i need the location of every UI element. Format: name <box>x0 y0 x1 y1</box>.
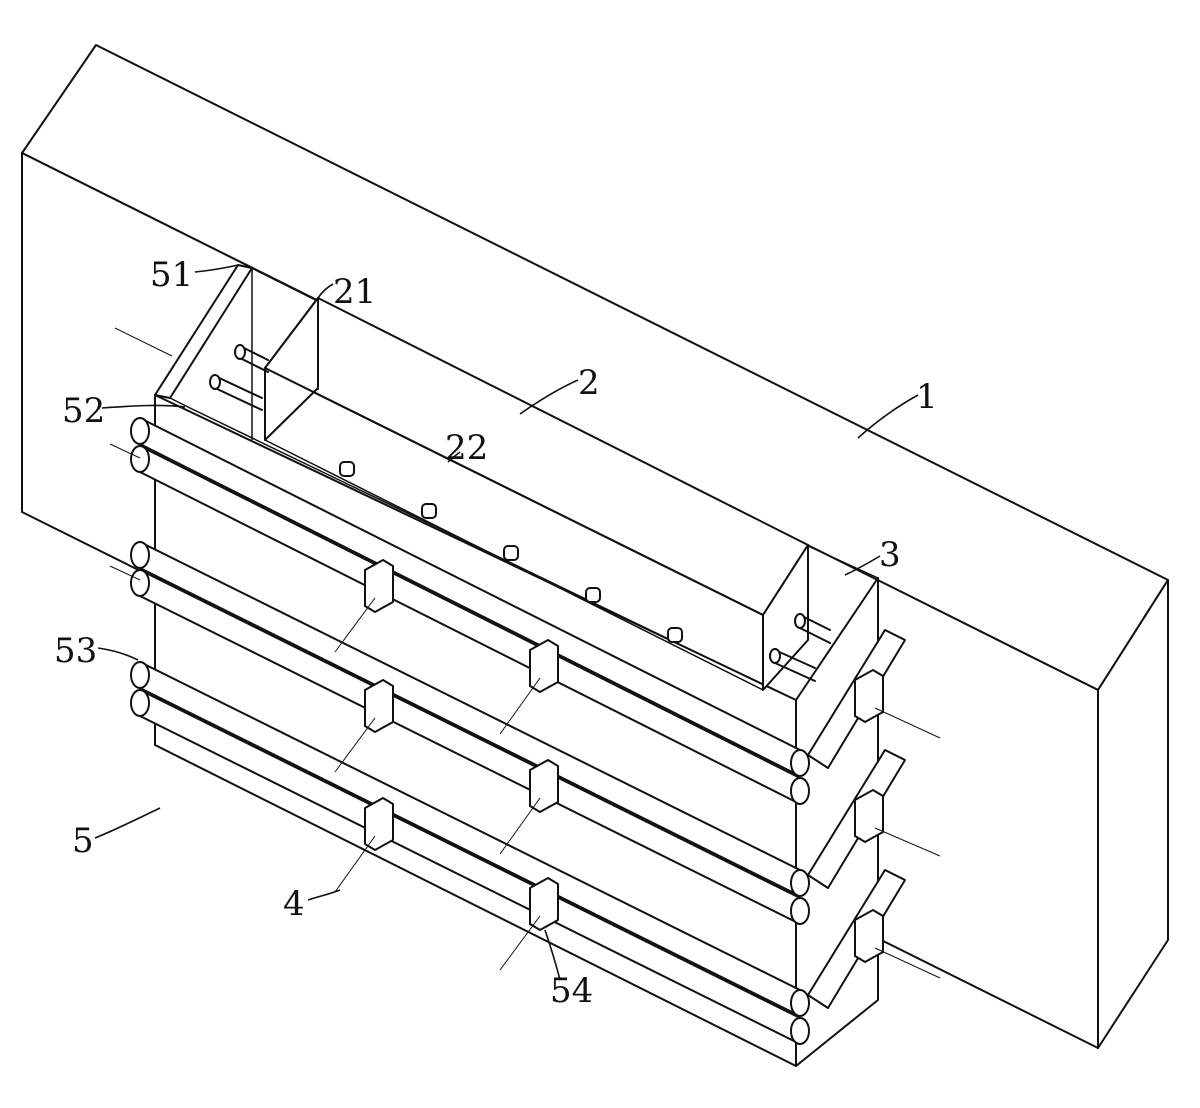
label-outer-form: 5 <box>72 821 94 861</box>
label-outer-side-plate: 52 <box>62 391 105 431</box>
label-outer-end-plate: 51 <box>150 255 193 295</box>
label-spacer: 3 <box>879 535 901 575</box>
label-inner-form: 2 <box>578 363 600 403</box>
callouts: 51 21 52 22 2 1 3 53 5 4 54 <box>54 255 938 1011</box>
label-wall: 1 <box>916 377 938 417</box>
label-inner-side-plate: 22 <box>445 428 488 468</box>
steel-pipes <box>130 417 906 1045</box>
leader-lines <box>94 264 919 981</box>
label-steel-pipe: 53 <box>54 631 97 671</box>
label-clamp: 54 <box>550 971 593 1011</box>
spacer-rods <box>209 344 831 682</box>
tie-bolts <box>109 327 941 979</box>
inner-form <box>264 297 809 691</box>
inner-pegs <box>339 461 683 643</box>
label-inner-end-plate: 21 <box>333 272 376 312</box>
label-tie-bolt: 4 <box>283 884 305 924</box>
